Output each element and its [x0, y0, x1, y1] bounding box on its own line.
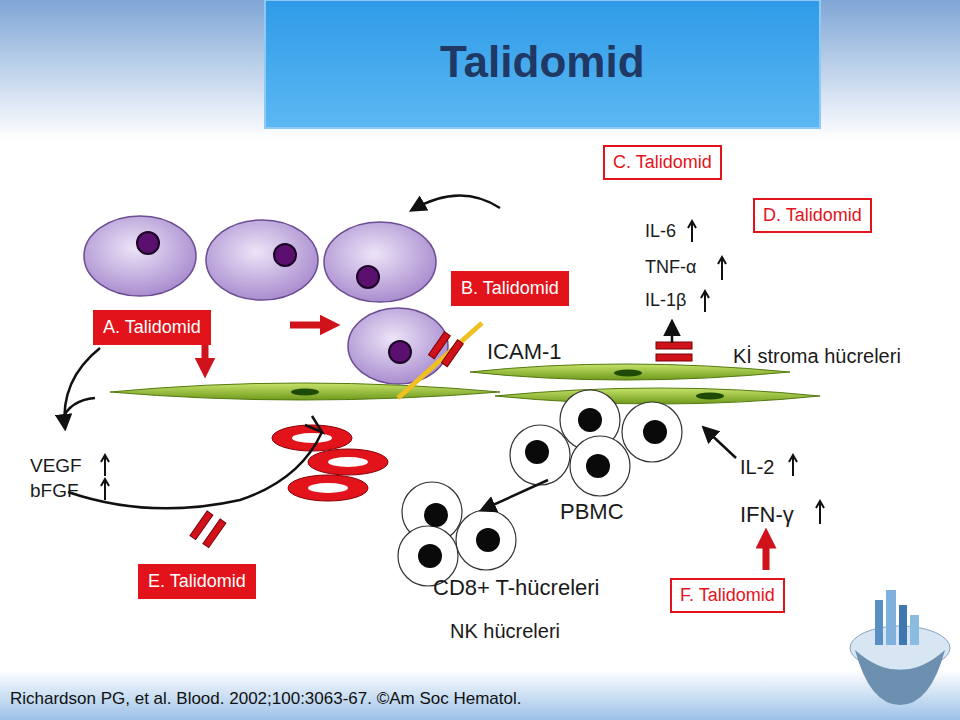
- drug-site-box: A. Talidomid: [93, 310, 211, 345]
- box-label: A. Talidomid: [103, 317, 201, 337]
- slide-title: Talidomid: [440, 38, 645, 86]
- drug-site-box: E. Talidomid: [138, 564, 256, 599]
- annotation-label: bFGF: [30, 481, 79, 502]
- drug-site-box: C. Talidomid: [603, 145, 722, 180]
- annotation-label: TNF-α: [645, 258, 696, 278]
- annotation-label: Kİ stroma hücreleri: [733, 345, 901, 367]
- box-label: E. Talidomid: [148, 571, 246, 591]
- annotation-label: ICAM-1: [487, 340, 562, 364]
- box-label: F. Talidomid: [680, 585, 775, 605]
- annotation-label: CD8+ T-hücreleri: [433, 576, 600, 600]
- annotation-label: PBMC: [560, 500, 624, 524]
- annotation-label: VEGF: [30, 456, 82, 477]
- box-label: D. Talidomid: [763, 205, 862, 225]
- drug-site-box: D. Talidomid: [753, 198, 872, 233]
- drug-site-box: B. Talidomid: [451, 271, 569, 306]
- box-label: C. Talidomid: [613, 152, 712, 172]
- annotation-label: IFN-γ: [740, 503, 794, 527]
- annotation-label: IL-1β: [645, 291, 686, 311]
- box-label: B. Talidomid: [461, 278, 559, 298]
- citation: Richardson PG, et al. Blood. 2002;100:30…: [10, 690, 521, 709]
- annotation-label: IL-2: [740, 456, 774, 478]
- annotation-label: IL-6: [645, 222, 676, 242]
- drug-site-box: F. Talidomid: [670, 578, 785, 613]
- annotation-label: NK hücreleri: [450, 620, 560, 642]
